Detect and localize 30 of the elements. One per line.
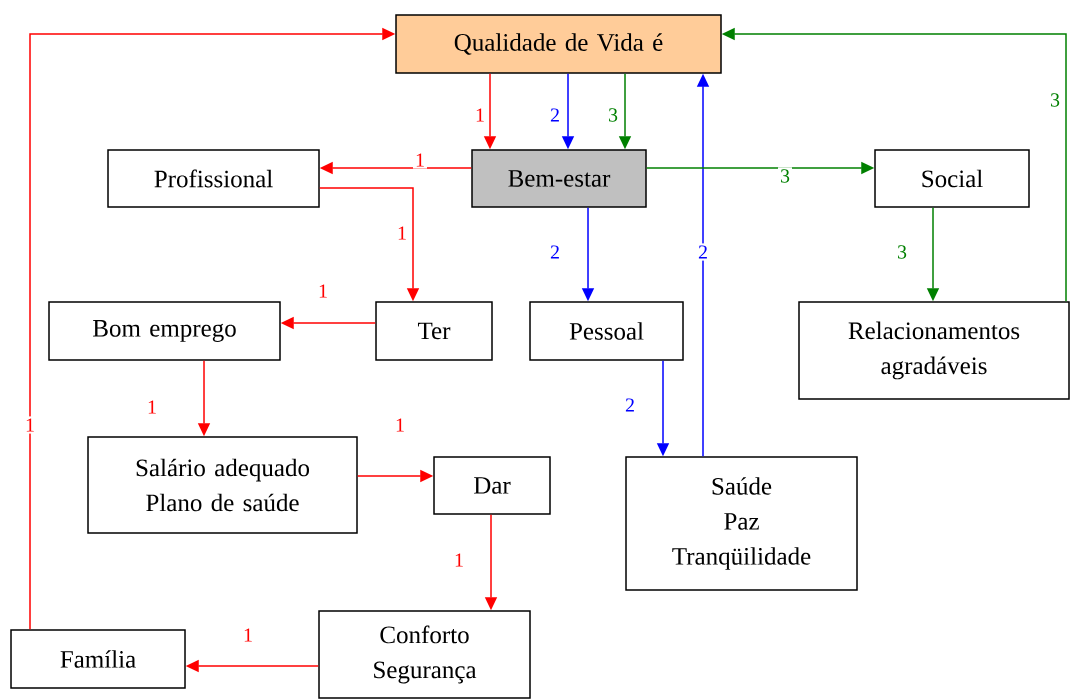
concept-box: Ter (375, 301, 493, 361)
edge-label: 1 (395, 224, 409, 242)
concept-box: Saúde Paz Tranqüilidade (625, 456, 858, 591)
edge-label: 1 (23, 416, 37, 434)
edge-label: 1 (473, 106, 487, 124)
title-box: Qualidade de Vida é (395, 14, 722, 74)
concept-box: Social (874, 149, 1030, 208)
edge-label: 1 (241, 626, 255, 644)
edge-label: 3 (895, 243, 909, 261)
concept-box: Bom emprego (48, 301, 281, 361)
edge-label: 2 (548, 106, 562, 124)
edge-label: 1 (393, 416, 407, 434)
concept-box: Pessoal (529, 301, 684, 361)
edge-label: 2 (548, 243, 562, 261)
edge-label: 2 (696, 243, 710, 261)
edge-label: 1 (316, 282, 330, 300)
edge-label: 3 (1048, 91, 1062, 109)
process-box: Bem-estar (471, 149, 647, 208)
edge-label: 3 (778, 167, 792, 185)
edge-label: 1 (413, 151, 427, 169)
concept-box: Família (10, 629, 186, 689)
concept-box: Profissional (107, 149, 320, 208)
edge-label: 3 (606, 106, 620, 124)
edge-label: 1 (452, 551, 466, 569)
concept-box: Salário adequado Plano de saúde (87, 436, 358, 534)
concept-box: Dar (433, 456, 551, 515)
concept-box: Conforto Segurança (318, 610, 531, 699)
edge-label: 1 (145, 398, 159, 416)
edge-label: 2 (623, 396, 637, 414)
concept-box: Relacionamentos agradáveis (798, 301, 1070, 400)
